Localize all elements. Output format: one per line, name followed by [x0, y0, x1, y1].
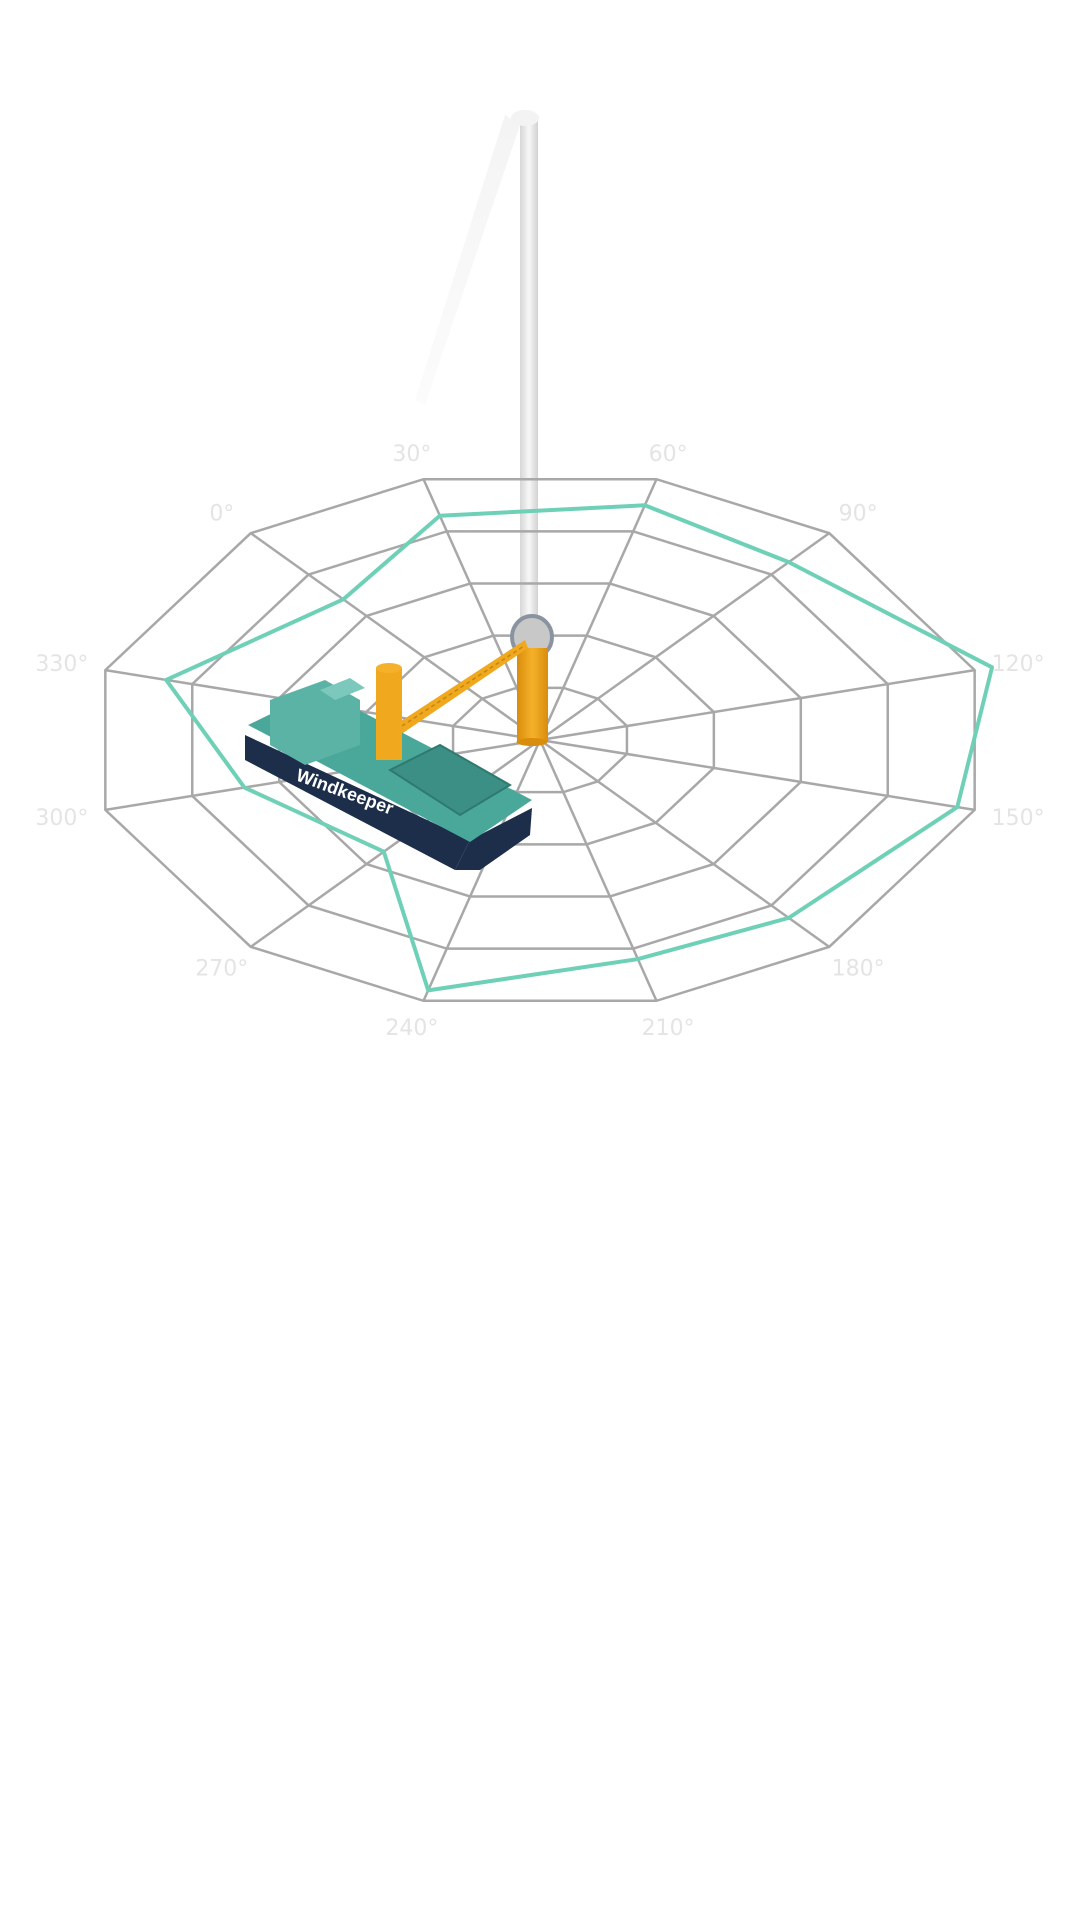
angle-tick-label: 180° [832, 957, 885, 982]
radar-spoke [539, 532, 830, 742]
angle-tick-label: 300° [35, 806, 88, 831]
turbine-tower [520, 115, 538, 635]
radar-spoke [539, 738, 830, 948]
radar-spoke [422, 739, 542, 1002]
radar-spoke [538, 478, 658, 741]
angle-tick-label: 120° [992, 652, 1045, 677]
vessel-crane-boom [395, 640, 528, 735]
angle-tick-label: 270° [195, 957, 248, 982]
angle-tick-label: 210° [642, 1016, 695, 1041]
radar-spoke [250, 532, 541, 742]
angle-tick-label: 90° [839, 501, 878, 526]
angle-tick-label: 0° [209, 501, 234, 526]
vessel-hull-bottom [245, 735, 470, 870]
turbine-blade [415, 115, 520, 405]
angle-tick-label: 330° [35, 652, 88, 677]
angle-tick-label: 150° [992, 806, 1045, 831]
turbine-nacelle [511, 110, 539, 126]
series-layer [164, 503, 995, 993]
vessel-bridge [320, 678, 365, 700]
vessel-illustration: Windkeeper [245, 640, 532, 870]
radar-grid: 0° 30° 60° 90° 120° 150° 180° 210° 240° 270° 300° 3… [35, 442, 1044, 1041]
angle-tick-label: 240° [385, 1016, 438, 1041]
wind-turbine [415, 110, 539, 635]
vessel-crane-column [376, 668, 402, 760]
vessel-stern [455, 808, 532, 870]
vessel-superstructure [270, 680, 360, 765]
monopile [510, 614, 554, 746]
radar-spoke [539, 668, 975, 742]
angle-tick-label: 30° [392, 442, 431, 467]
radar-spoke [539, 738, 975, 812]
radar-spoke [538, 739, 658, 1002]
vessel-cargo-deck [387, 743, 512, 817]
angle-tick-label: 60° [649, 442, 688, 467]
